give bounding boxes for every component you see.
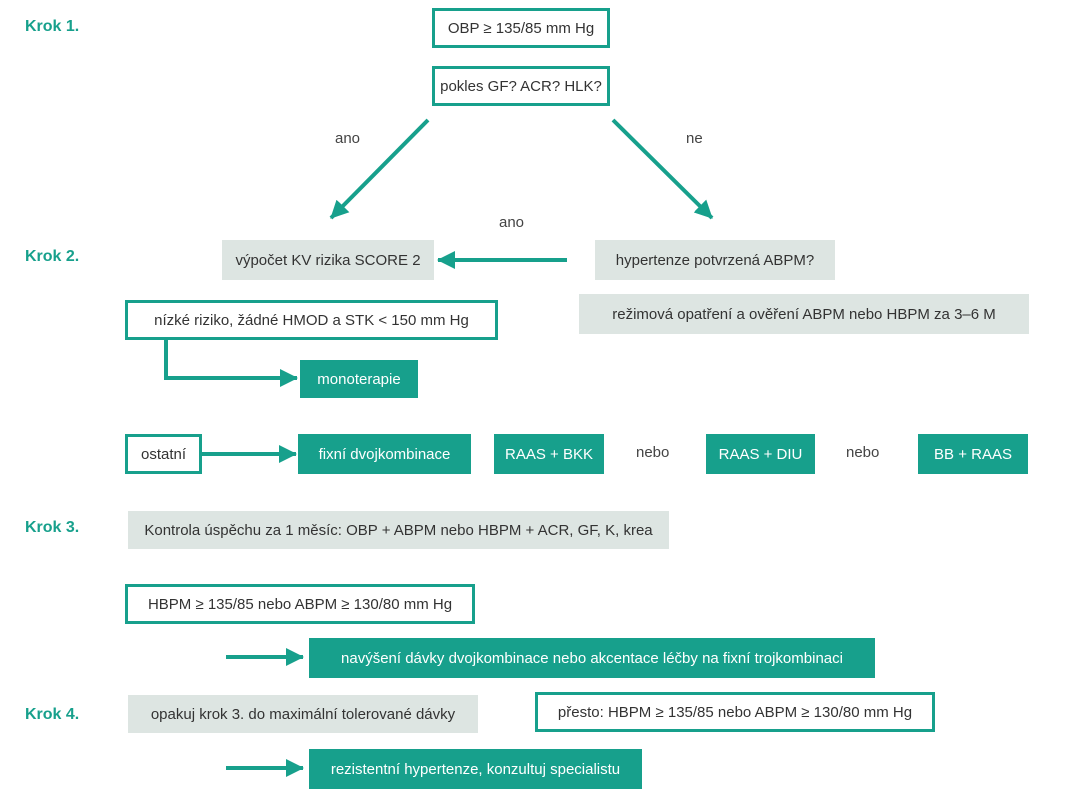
node-raas-bkk: RAAS + BKK [494,434,604,474]
node-fixni: fixní dvojkombinace [298,434,471,474]
node-hbpm: HBPM ≥ 135/85 nebo ABPM ≥ 130/80 mm Hg [125,584,475,624]
label-nebo-1: nebo [636,444,670,461]
node-ostatni: ostatní [125,434,202,474]
step-2-label: Krok 2. [25,248,80,265]
step-4-label: Krok 4. [25,706,80,723]
label-nebo-2: nebo [846,444,880,461]
node-nizke: nízké riziko, žádné HMOD a STK < 150 mm … [125,300,498,340]
node-pokles: pokles GF? ACR? HLK? [432,66,610,106]
node-bb-raas: BB + RAAS [918,434,1028,474]
node-monoterapie: monoterapie [300,360,418,398]
node-vypocet: výpočet KV rizika SCORE 2 [222,240,434,280]
node-raas-diu: RAAS + DIU [706,434,815,474]
node-navyseni: navýšení dávky dvojkombinace nebo akcent… [309,638,875,678]
node-rezistentni: rezistentní hypertenze, konzultuj specia… [309,749,642,789]
arrow-to-monoterapie [164,339,298,387]
step-3-label: Krok 3. [25,519,80,536]
node-hypertenze: hypertenze potvrzená ABPM? [595,240,835,280]
label-ne-right: ne [686,130,703,147]
label-ano-mid: ano [499,214,525,231]
arrow-ne-right [611,118,714,220]
arrow-ano-left [329,118,430,220]
label-ano-left: ano [335,130,361,147]
node-kontrola: Kontrola úspěchu za 1 měsíc: OBP + ABPM … [128,511,669,549]
step-1-label: Krok 1. [25,18,80,35]
node-presto: přesto: HBPM ≥ 135/85 nebo ABPM ≥ 130/80… [535,692,935,732]
node-rezimova: režimová opatření a ověření ABPM nebo HB… [579,294,1029,334]
node-obp: OBP ≥ 135/85 mm Hg [432,8,610,48]
node-opakuj: opakuj krok 3. do maximální tolerované d… [128,695,478,733]
